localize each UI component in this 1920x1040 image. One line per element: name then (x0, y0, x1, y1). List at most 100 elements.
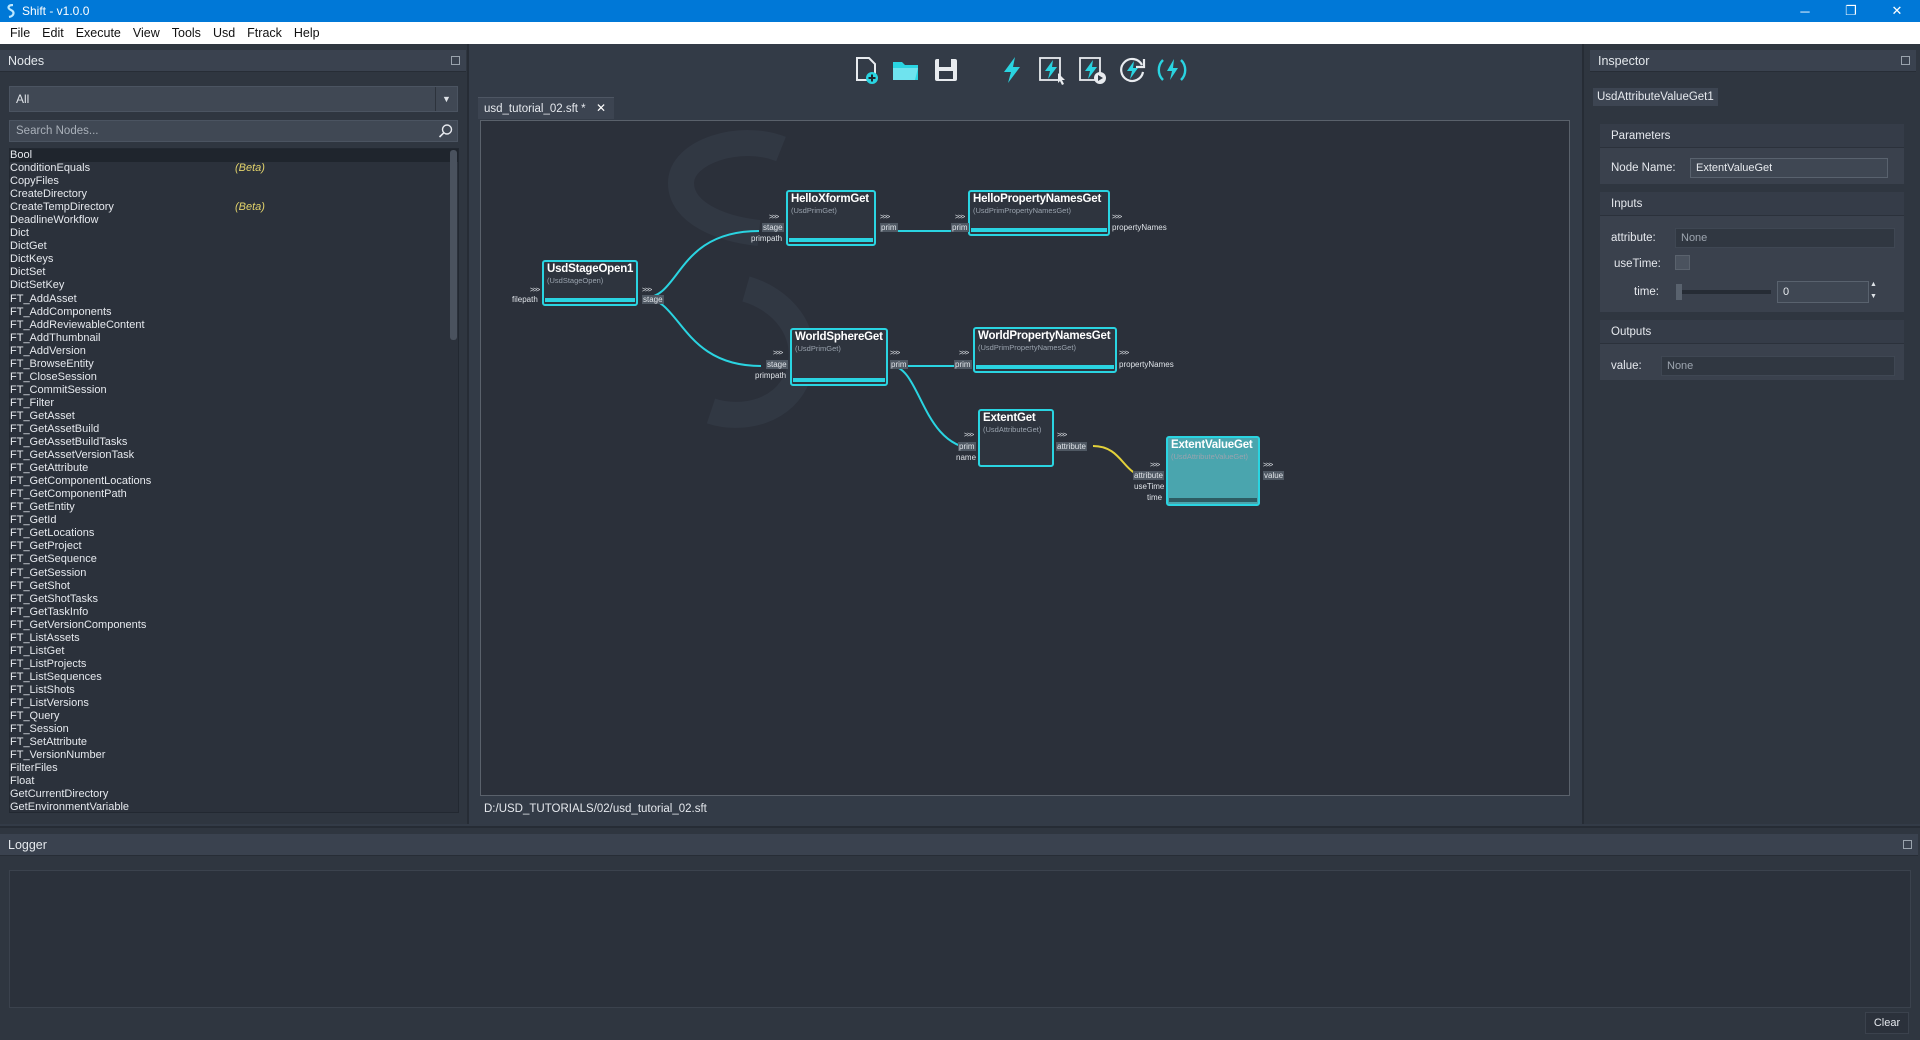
tab-usd-tutorial[interactable]: usd_tutorial_02.sft * ✕ (478, 97, 614, 119)
node-list-scrollbar[interactable] (450, 150, 457, 340)
port-propertynames-out[interactable]: propertyNames (1119, 360, 1174, 369)
node-list-item[interactable]: DictKeys (10, 253, 458, 266)
node-list-item[interactable]: FT_GetShot (10, 580, 458, 593)
time-slider-track[interactable] (1676, 290, 1771, 294)
menu-view[interactable]: View (132, 26, 160, 40)
node-list-item[interactable]: FT_GetComponentLocations (10, 475, 458, 488)
node-list-item[interactable]: FT_GetLocations (10, 527, 458, 540)
port-propertynames-out[interactable]: propertyNames (1112, 223, 1167, 232)
port-prim-in[interactable]: prim (958, 442, 976, 451)
node-list-item[interactable]: FT_GetVersionComponents (10, 619, 458, 632)
node-list-item[interactable]: FT_AddAsset (10, 293, 458, 306)
port-filepath[interactable]: filepath (512, 295, 538, 304)
chevron-down-icon[interactable]: ▼ (435, 87, 457, 111)
node-list-item[interactable]: CreateDirectory (10, 188, 458, 201)
node-list-item[interactable]: FT_Session (10, 723, 458, 736)
minimize-button[interactable]: ─ (1800, 3, 1810, 19)
menu-usd[interactable]: Usd (212, 26, 236, 40)
port-prim-in[interactable]: prim (951, 223, 969, 232)
node-list-item[interactable]: FT_GetAttribute (10, 462, 458, 475)
node-list-item[interactable]: FT_GetSession (10, 567, 458, 580)
restore-button[interactable]: ❐ (1845, 3, 1857, 18)
node-list-item[interactable]: FT_GetEntity (10, 501, 458, 514)
node-list-item[interactable]: FT_Filter (10, 397, 458, 410)
node-list-item[interactable]: FT_GetTaskInfo (10, 606, 458, 619)
port-usetime[interactable]: useTime (1134, 482, 1165, 491)
node-list-item[interactable]: FT_BrowseEntity (10, 358, 458, 371)
node-name-field[interactable]: ExtentValueGet (1690, 158, 1888, 178)
menu-file[interactable]: File (10, 26, 31, 40)
port-attribute-in[interactable]: attribute (1133, 471, 1164, 480)
node-worldsphereget[interactable]: WorldSphereGet (UsdPrimGet) (790, 328, 888, 386)
node-list-item[interactable]: CreateTempDirectory(Beta) (10, 201, 458, 214)
node-extentget[interactable]: ExtentGet (UsdAttributeGet) (978, 409, 1054, 467)
node-list-item[interactable]: FT_CommitSession (10, 384, 458, 397)
port-name[interactable]: name (956, 453, 977, 462)
node-list-item[interactable]: FT_GetShotTasks (10, 593, 458, 606)
undock-icon[interactable] (1903, 840, 1912, 849)
attribute-field[interactable]: None (1675, 228, 1895, 248)
clear-log-button[interactable]: Clear (1865, 1012, 1909, 1034)
port-stage-in[interactable]: stage (762, 223, 784, 232)
node-list-item[interactable]: FT_GetId (10, 514, 458, 527)
node-list-item[interactable]: DeadlineWorkflow (10, 214, 458, 227)
node-list-item[interactable]: FT_GetAssetBuildTasks (10, 436, 458, 449)
node-list-item[interactable]: FilterFiles (10, 762, 458, 775)
port-time[interactable]: time (1147, 493, 1163, 502)
execute-selected-icon[interactable] (1036, 54, 1068, 86)
menu-execute[interactable]: Execute (75, 26, 121, 40)
live-execute-icon[interactable] (1156, 54, 1188, 86)
port-value-out[interactable]: value (1263, 471, 1285, 480)
port-prim-in[interactable]: prim (954, 360, 972, 369)
menu-tools[interactable]: Tools (171, 26, 201, 40)
node-filter-select[interactable]: All ▼ (9, 86, 458, 112)
port-prim-out[interactable]: prim (880, 223, 898, 232)
search-icon[interactable] (437, 122, 455, 140)
node-list-item[interactable]: FT_VersionNumber (10, 749, 458, 762)
node-list-item[interactable]: ConditionEquals(Beta) (10, 162, 458, 175)
node-list-item[interactable]: Dict (10, 227, 458, 240)
node-list-item[interactable]: CopyFiles (10, 175, 458, 188)
node-list-item[interactable]: FT_GetAssetVersionTask (10, 449, 458, 462)
undock-icon[interactable] (1901, 56, 1910, 65)
execute-step-icon[interactable] (1076, 54, 1108, 86)
node-usdstageopen[interactable]: UsdStageOpen1 (UsdStageOpen) (542, 260, 638, 306)
close-window-button[interactable]: ✕ (1891, 3, 1903, 18)
node-list-item[interactable]: FT_GetAsset (10, 410, 458, 423)
outputs-header[interactable]: Outputs (1600, 320, 1904, 344)
port-primpath[interactable]: primpath (751, 234, 783, 243)
node-list-item[interactable]: FT_GetSequence (10, 553, 458, 566)
node-list-item[interactable]: DictGet (10, 240, 458, 253)
usetime-checkbox[interactable] (1675, 255, 1690, 270)
execute-icon[interactable] (996, 54, 1028, 86)
node-list-item[interactable]: FT_Query (10, 710, 458, 723)
open-folder-icon[interactable] (890, 54, 922, 86)
undock-icon[interactable] (451, 56, 460, 65)
port-stage-in[interactable]: stage (766, 360, 788, 369)
node-list-item[interactable]: FT_ListShots (10, 684, 458, 697)
node-list-item[interactable]: DictSet (10, 266, 458, 279)
node-helloxformget[interactable]: HelloXformGet (UsdPrimGet) (786, 190, 876, 246)
node-list-item[interactable]: FT_AddReviewableContent (10, 319, 458, 332)
reload-execute-icon[interactable] (1116, 54, 1148, 86)
time-spinbox[interactable]: 0 (1777, 281, 1869, 303)
node-worldpropertynamesget[interactable]: WorldPropertyNamesGet (UsdPrimPropertyNa… (973, 327, 1117, 373)
port-stage-out[interactable]: stage (642, 295, 664, 304)
inputs-header[interactable]: Inputs (1600, 192, 1904, 216)
log-output[interactable] (9, 870, 1911, 1008)
node-list-item[interactable]: FT_SetAttribute (10, 736, 458, 749)
node-list-item[interactable]: FT_GetComponentPath (10, 488, 458, 501)
node-list-item[interactable]: FT_ListAssets (10, 632, 458, 645)
time-slider-handle[interactable] (1676, 284, 1682, 300)
menu-help[interactable]: Help (293, 26, 320, 40)
node-list-item[interactable]: FT_AddThumbnail (10, 332, 458, 345)
search-nodes-input[interactable] (9, 120, 458, 142)
node-list-item[interactable]: DictSetKey (10, 279, 458, 292)
node-list-item[interactable]: FT_ListSequences (10, 671, 458, 684)
port-attribute-out[interactable]: attribute (1056, 442, 1087, 451)
node-list-item[interactable]: GetEnvironmentVariable (10, 801, 458, 812)
node-list-item[interactable]: Bool (10, 149, 458, 163)
node-list-item[interactable]: FT_ListGet (10, 645, 458, 658)
node-list-item[interactable]: Float (10, 775, 458, 788)
save-icon[interactable] (930, 54, 962, 86)
